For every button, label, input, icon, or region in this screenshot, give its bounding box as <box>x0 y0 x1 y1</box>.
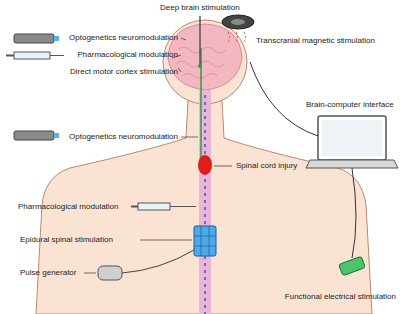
cable <box>250 62 318 136</box>
callout-label: Transcranial magnetic stimulation <box>256 36 375 46</box>
callout-label: Deep brain stimulation <box>160 3 240 13</box>
electrode-array <box>194 226 216 256</box>
injury-site <box>198 155 212 175</box>
callout-label: Direct motor cortex stimulation <box>70 67 178 77</box>
callout-label: Functional electrical stimulation <box>285 292 396 302</box>
callout-label: Optogenetics neuromodulation <box>69 33 178 43</box>
laptop <box>306 116 398 168</box>
callout-label: Brain-computer interface <box>306 100 394 110</box>
callout-label: Pulse generator <box>20 268 76 278</box>
optogenetic-probe <box>14 34 59 43</box>
pulse-generator <box>98 266 122 280</box>
lead-wire <box>122 250 194 273</box>
tms-coil <box>222 15 254 29</box>
syringe <box>6 52 64 59</box>
brain <box>168 24 242 90</box>
cable <box>352 168 356 258</box>
tms-coil-core <box>231 19 245 25</box>
callout-label: Pharmacological modulation <box>78 50 179 60</box>
callout-label: Spinal cord injury <box>236 161 297 171</box>
dbs-tip <box>198 64 202 68</box>
fes-electrode <box>339 256 366 275</box>
spinal-tract <box>204 95 206 314</box>
optogenetic-probe <box>14 131 59 140</box>
callout-label: Optogenetics neuromodulation <box>69 132 178 142</box>
electrode-grid <box>194 226 216 256</box>
syringe <box>131 203 196 210</box>
dbs-electrode <box>199 16 201 66</box>
callout-label: Epidural spinal stimulation <box>20 235 113 245</box>
tms-field <box>228 32 246 42</box>
callout-label: Pharmacological modulation <box>18 202 119 212</box>
